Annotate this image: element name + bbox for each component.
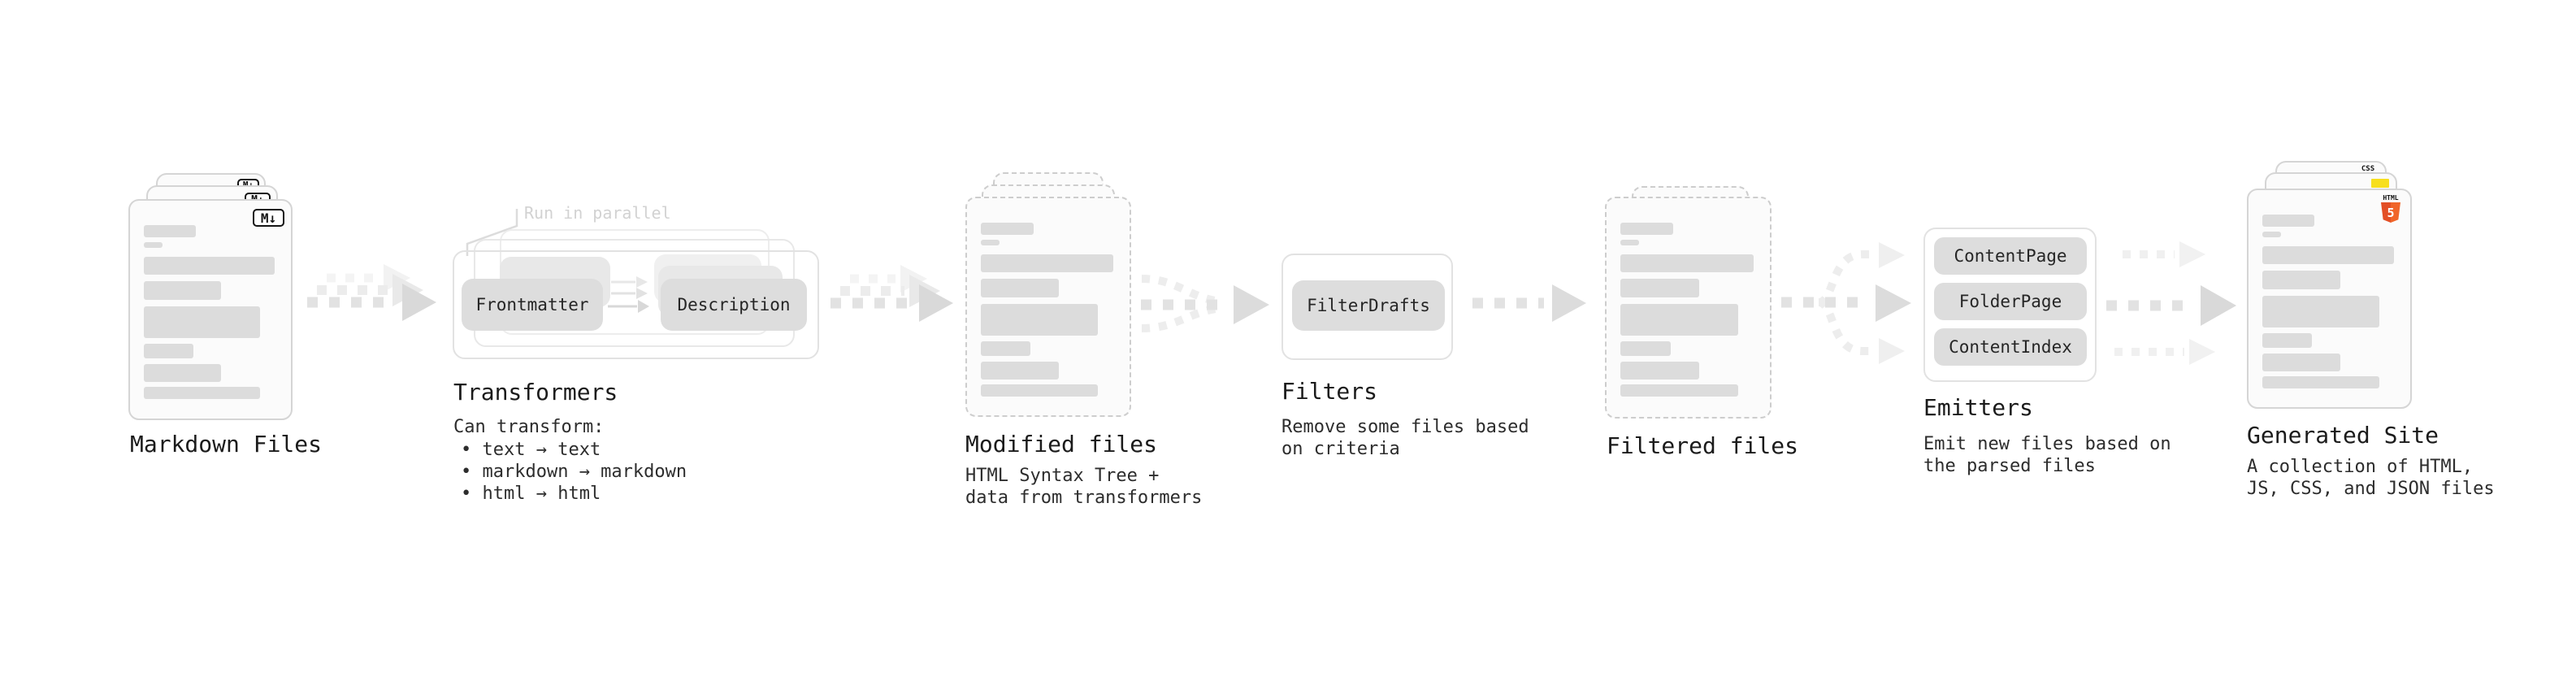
text-line-placeholder bbox=[981, 341, 1031, 356]
text-line-placeholder bbox=[144, 306, 260, 338]
modified-file-card-front bbox=[965, 197, 1131, 417]
document-placeholder-text bbox=[981, 223, 1116, 397]
text-line-placeholder bbox=[981, 223, 1034, 235]
text-line-placeholder bbox=[981, 279, 1060, 297]
filters-title: Filters bbox=[1281, 378, 1378, 405]
run-in-parallel-annotation: Run in parallel bbox=[524, 203, 671, 223]
filtered-file-card-front bbox=[1605, 197, 1772, 419]
transformers-subtitle: Can transform: bbox=[453, 417, 605, 437]
contentindex-node: ContentIndex bbox=[1934, 328, 2087, 366]
text-line-placeholder bbox=[144, 257, 275, 275]
generated-site-description: A collection of HTML, JS, CSS, and JSON … bbox=[2247, 457, 2495, 499]
text-line-placeholder bbox=[2262, 271, 2340, 289]
html5-icon: HTML 5 bbox=[2381, 194, 2400, 223]
arrow-modified-to-filters bbox=[1141, 275, 1269, 332]
folderpage-node: FolderPage bbox=[1934, 283, 2087, 320]
text-line-placeholder bbox=[1620, 254, 1754, 272]
text-line-placeholder bbox=[981, 362, 1060, 380]
text-line-placeholder bbox=[2262, 246, 2394, 264]
modified-files-title: Modified files bbox=[965, 431, 1158, 458]
document-placeholder-text bbox=[144, 225, 277, 399]
text-line-placeholder bbox=[981, 304, 1099, 336]
text-line-placeholder bbox=[1620, 341, 1671, 356]
document-placeholder-text bbox=[2262, 215, 2396, 388]
text-line-placeholder bbox=[981, 254, 1113, 272]
text-line-placeholder bbox=[144, 281, 222, 300]
filters-description: Remove some files based on criteria bbox=[1281, 417, 1529, 459]
frontmatter-node: Frontmatter bbox=[462, 279, 603, 331]
markdown-files-title: Markdown Files bbox=[130, 431, 323, 458]
text-line-placeholder bbox=[2262, 333, 2313, 348]
description-node: Description bbox=[661, 279, 807, 331]
text-line-placeholder bbox=[144, 364, 222, 382]
text-line-placeholder bbox=[2262, 296, 2379, 327]
js-icon bbox=[2371, 179, 2389, 188]
emitters-title: Emitters bbox=[1923, 394, 2033, 421]
html5-shield: 5 bbox=[2381, 202, 2400, 223]
arrow-emitters-to-site bbox=[2106, 241, 2236, 365]
document-placeholder-text bbox=[1620, 223, 1756, 397]
text-line-placeholder bbox=[144, 344, 193, 358]
text-line-placeholder bbox=[2262, 215, 2315, 227]
text-line-placeholder bbox=[1620, 362, 1699, 380]
filters-frame bbox=[1281, 254, 1453, 360]
text-line-placeholder bbox=[1620, 304, 1739, 336]
text-line-placeholder bbox=[144, 387, 260, 399]
emitters-description: Emit new files based on the parsed files bbox=[1923, 434, 2171, 476]
text-line-placeholder bbox=[2262, 354, 2340, 371]
contentpage-node: ContentPage bbox=[1934, 237, 2087, 275]
text-line-placeholder bbox=[2262, 376, 2379, 388]
transformers-bullet-list: • text → text • markdown → markdown • ht… bbox=[461, 440, 687, 504]
markdown-icon: M↓ bbox=[253, 209, 284, 227]
text-line-placeholder bbox=[981, 240, 1000, 245]
filtered-files-title: Filtered files bbox=[1607, 432, 1799, 459]
text-line-placeholder bbox=[1620, 240, 1640, 245]
transformers-frame-front bbox=[453, 250, 819, 359]
text-line-placeholder bbox=[2262, 232, 2282, 237]
arrow-filtered-to-emitters bbox=[1781, 242, 1911, 364]
arrow-transformers-to-modified bbox=[830, 265, 953, 322]
modified-files-description: HTML Syntax Tree + data from transformer… bbox=[965, 466, 1203, 508]
text-line-placeholder bbox=[1620, 384, 1739, 397]
emitters-frame bbox=[1923, 228, 2097, 382]
text-line-placeholder bbox=[1620, 223, 1674, 235]
text-line-placeholder bbox=[144, 242, 163, 248]
generated-site-title: Generated Site bbox=[2247, 422, 2439, 449]
text-line-placeholder bbox=[1620, 279, 1699, 297]
filterdrafts-node: FilterDrafts bbox=[1292, 280, 1445, 331]
site-file-card-front: HTML 5 bbox=[2247, 189, 2412, 409]
markdown-file-card-front: M↓ bbox=[128, 199, 293, 420]
arrow-filters-to-filtered bbox=[1472, 284, 1586, 322]
text-line-placeholder bbox=[981, 384, 1099, 397]
transformers-title: Transformers bbox=[453, 379, 618, 406]
text-line-placeholder bbox=[144, 225, 196, 237]
arrow-markdown-to-transformers bbox=[307, 264, 436, 321]
